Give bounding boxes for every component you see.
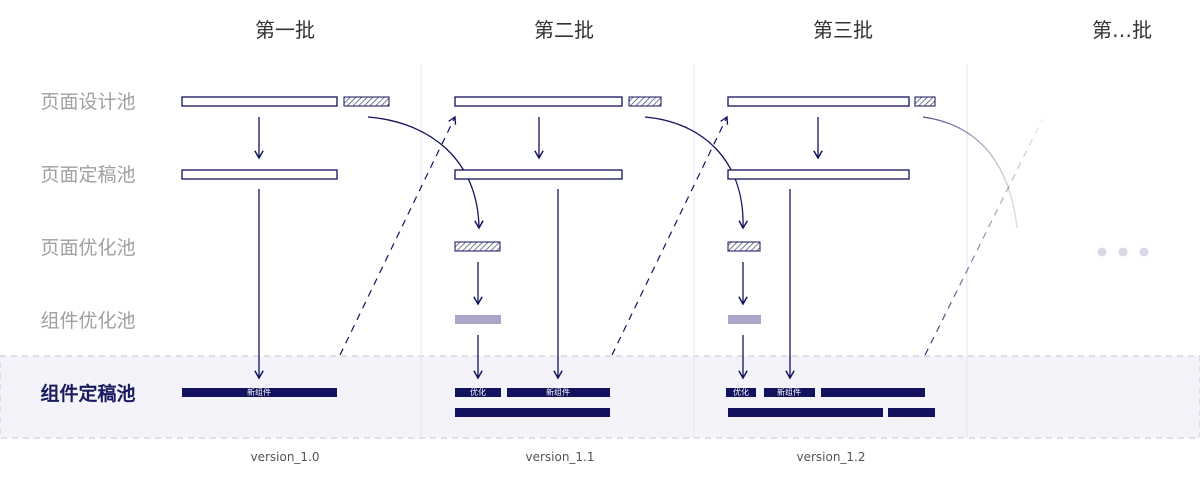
new-component-label: 新组件 (247, 387, 271, 397)
component-optimize-bar (728, 315, 761, 324)
page-design-hatched-bar (628, 96, 662, 107)
page-final-bar (454, 169, 623, 180)
batch-title-2: 第二批 (534, 18, 594, 42)
page-design-bar (181, 96, 338, 107)
version-label-3: version_1.2 (796, 450, 865, 464)
batch-title-1: 第一批 (255, 18, 315, 42)
page-final-bar (181, 169, 338, 180)
component-final-bar (821, 388, 925, 397)
page-design-hatched-bar (914, 96, 936, 107)
batch-title-3: 第三批 (813, 18, 873, 42)
version-label-2: version_1.1 (525, 450, 594, 464)
batch-title-4: 第…批 (1092, 18, 1152, 42)
row-label-page-optimize: 页面优化池 (40, 237, 135, 259)
new-component-label: 新组件 (546, 387, 570, 397)
page-design-bar (727, 96, 910, 107)
transfer-arrow (367, 116, 484, 230)
dashed-next-batch-arrow (611, 115, 729, 356)
component-final-bar (764, 388, 815, 397)
row-label-page-design: 页面设计池 (40, 91, 135, 113)
component-final-base-bar (888, 408, 935, 417)
component-final-base-bar (728, 408, 883, 417)
ellipsis-dot (1118, 247, 1128, 257)
transfer-arrow (644, 116, 748, 230)
dashed-next-batch-arrow-fading (924, 119, 1043, 356)
transfer-arrow-fading (922, 116, 1018, 229)
component-final-optimize-bar (455, 388, 501, 397)
row-label-page-final: 页面定稿池 (40, 164, 135, 186)
component-final-bar (507, 388, 610, 397)
dashed-next-batch-arrow (339, 115, 457, 356)
ellipsis-dot (1097, 247, 1107, 257)
ellipsis-dot (1139, 247, 1149, 257)
page-optimize-bar (454, 241, 501, 252)
page-optimize-bar (727, 241, 761, 252)
new-component-label: 新组件 (777, 387, 801, 397)
version-label-1: version_1.0 (250, 450, 319, 464)
optimize-label: 优化 (470, 387, 486, 397)
row-label-component-final: 组件定稿池 (40, 382, 135, 405)
page-final-bar (727, 169, 910, 180)
component-final-base-bar (455, 408, 610, 417)
component-final-bar (182, 388, 337, 397)
page-design-hatched-bar (343, 96, 390, 107)
component-final-optimize-bar (726, 388, 756, 397)
page-design-bar (454, 96, 623, 107)
row-label-component-optimize: 组件优化池 (40, 310, 135, 332)
optimize-label: 优化 (733, 387, 749, 397)
component-optimize-bar (455, 315, 501, 324)
